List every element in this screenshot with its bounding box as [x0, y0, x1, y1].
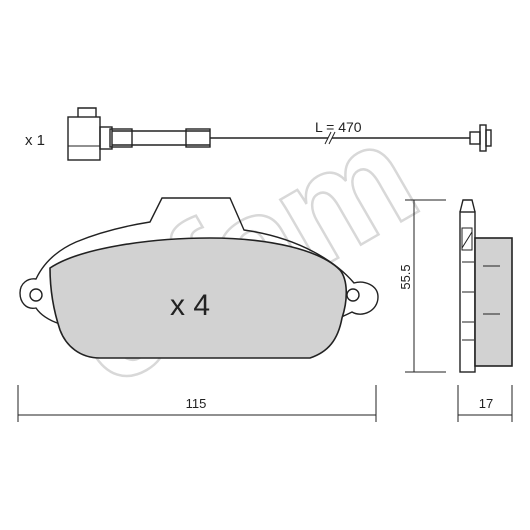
sensor-quantity-label: x 1 [25, 132, 45, 149]
sensor-connector [67, 107, 113, 161]
friction-material [49, 237, 348, 359]
height-dimension: 55.5 [398, 199, 446, 373]
wear-sensor: x 1 L = 470 [25, 107, 492, 161]
sensor-cable [109, 128, 470, 148]
sensor-tip [469, 124, 492, 152]
height-dimension-label: 55.5 [398, 264, 413, 289]
friction-material-side [474, 237, 513, 367]
brake-pad-front-view: x 4 [19, 197, 379, 359]
sensor-length-label: L = 470 [315, 119, 362, 135]
mounting-hole-left [29, 288, 43, 302]
pad-quantity-label: x 4 [170, 289, 210, 322]
brake-pad-side-view [459, 199, 513, 373]
thickness-dimension: 17 [457, 385, 513, 422]
width-dimension-label: 115 [186, 396, 207, 411]
width-dimension: 115 [17, 385, 377, 422]
thickness-dimension-label: 17 [479, 396, 493, 411]
mounting-hole-right [346, 288, 360, 302]
